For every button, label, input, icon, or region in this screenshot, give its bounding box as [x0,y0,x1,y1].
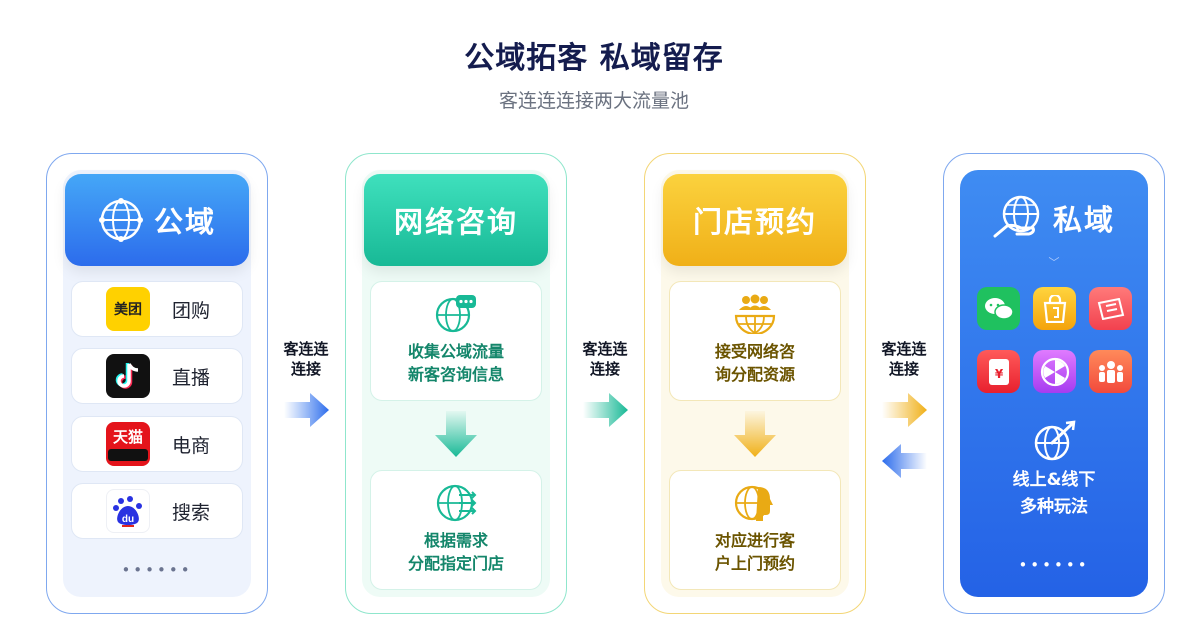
tmall-logo-face [108,449,148,461]
store-booking-title: 门店预约 [692,205,817,239]
connector-label-1: 客连连 连接 [271,339,341,379]
public-item-search: du 搜索 [71,483,243,539]
private-domain-card: 私域 ﹀ ¥ 线上&线下 多种玩法 [943,153,1165,614]
tmall-logo: 天猫 [106,422,150,466]
web-consult-step-2: 根据需求 分配指定门店 [370,470,542,590]
public-item-label: 电商 [172,434,211,457]
left-arrow-icon [882,444,927,478]
private-domain-text: 线上&线下 多种玩法 [944,467,1164,521]
shopping-bag-icon [1033,287,1076,330]
step-text-line1: 接受网络咨 [714,342,795,361]
private-text-line2: 多种玩法 [1020,497,1088,517]
step-text: 收集公域流量 新客咨询信息 [408,340,504,386]
step-text-line2: 询分配资源 [714,365,795,384]
globe-person-icon [734,485,773,521]
wechat-icon [977,287,1020,330]
store-booking-card: 门店预约 接受网络咨 询分配资源 [644,153,866,614]
down-arrow-icon [734,411,776,457]
connector-line1: 客连连 [582,340,628,358]
page-title: 公域拓客 私域留存 [464,41,724,76]
step-text: 根据需求 分配指定门店 [408,529,504,575]
more-dots: •••••• [121,561,193,579]
web-consult-card: 网络咨询 收集公域流量 新客咨询信息 [345,153,567,614]
public-domain-card: 公域 美团 团购 直播 天猫 电商 [46,153,268,614]
tmall-logo-text: 天猫 [112,428,143,446]
page-subtitle: 客连连连接两大流量池 [498,90,689,112]
public-item-groupbuy: 美团 团购 [71,281,243,337]
public-item-label: 直播 [172,366,211,389]
red-packet-icon: ¥ [977,350,1020,393]
store-booking-step-2: 对应进行客 户上门预约 [669,470,841,590]
globe-rocket-icon [1034,420,1076,461]
step-text-line2: 新客咨询信息 [407,365,504,384]
lottery-wheel-icon [1033,350,1076,393]
globe-network-icon [98,198,143,242]
step-text: 接受网络咨 询分配资源 [715,340,795,386]
meituan-logo: 美团 [106,287,150,331]
connector-line2: 连接 [589,360,620,378]
globe-people-icon [734,294,776,334]
public-domain-title: 公域 [153,205,216,239]
web-consult-header: 网络咨询 [364,174,548,266]
connector-label-3: 客连连 连接 [869,339,939,379]
right-arrow-icon [583,393,628,427]
public-domain-header: 公域 [65,174,249,266]
public-item-label: 搜索 [172,501,211,524]
web-consult-step-1: 收集公域流量 新客咨询信息 [370,281,542,401]
public-item-live: 直播 [71,348,243,404]
douyin-logo [106,354,150,398]
connector-line2: 连接 [888,360,919,378]
step-text-line1: 对应进行客 [714,531,795,550]
group-icon [1089,350,1132,393]
private-domain-title: 私域 [1052,203,1115,237]
public-item-label: 团购 [172,299,211,322]
globe-hand-icon [993,195,1040,238]
more-dots: •••••• [1018,556,1090,574]
public-item-ecommerce: 天猫 电商 [71,416,243,472]
connector-line2: 连接 [290,360,321,378]
connector-line1: 客连连 [881,340,927,358]
step-text-line2: 分配指定门店 [407,554,504,573]
coupon-icon [1089,287,1132,330]
down-arrow-icon [435,411,477,457]
globe-route-icon [436,484,477,522]
svg-text:¥: ¥ [994,367,1003,381]
right-arrow-icon [284,393,329,427]
step-text-line2: 户上门预约 [714,554,795,573]
baidu-logo: du [106,489,150,533]
chevron-down-icon: ﹀ [1048,256,1060,269]
right-arrow-icon [882,393,927,427]
step-text: 对应进行客 户上门预约 [715,529,795,575]
svg-text:du: du [122,514,134,525]
private-domain-header: 私域 [964,178,1144,258]
step-text-line1: 收集公域流量 [407,342,504,361]
connector-line1: 客连连 [283,340,329,358]
step-text-line1: 根据需求 [423,531,488,550]
web-consult-title: 网络咨询 [393,205,518,239]
store-booking-step-1: 接受网络咨 询分配资源 [669,281,841,401]
connector-label-2: 客连连 连接 [570,339,640,379]
store-booking-header: 门店预约 [663,174,847,266]
globe-chat-icon [435,295,476,333]
private-text-line1: 线上&线下 [1012,470,1096,490]
